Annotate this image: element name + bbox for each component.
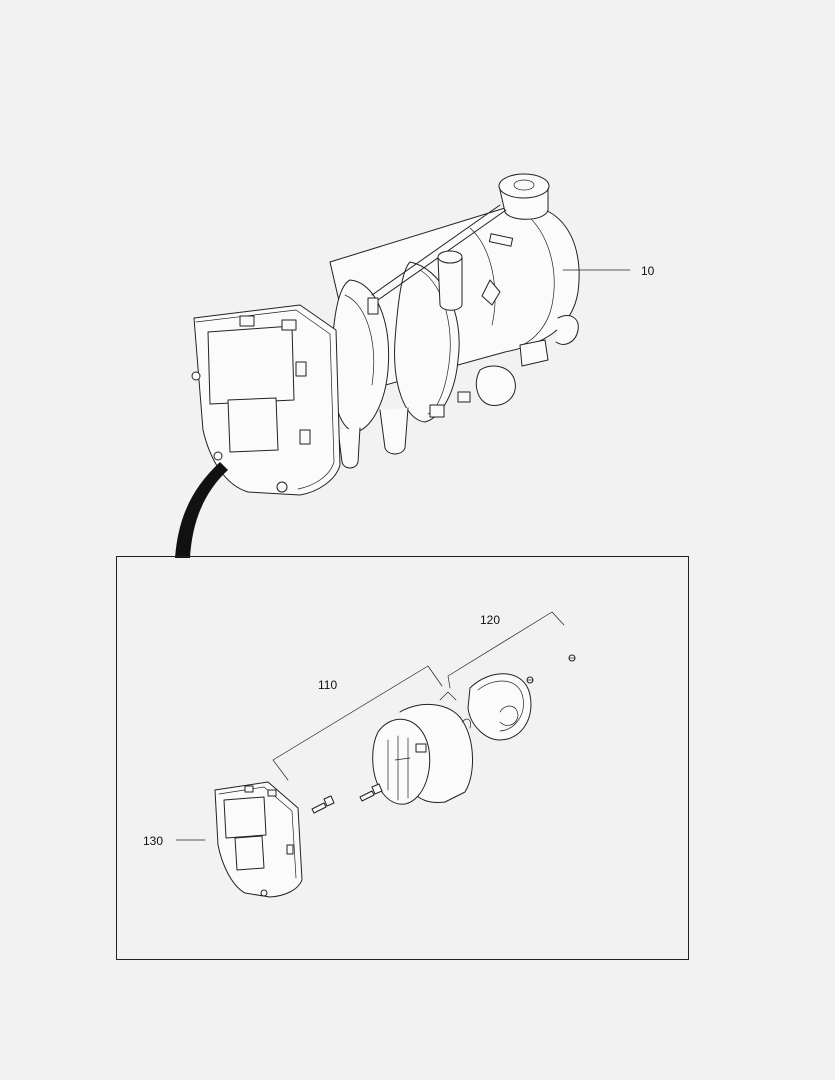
callout-120: 120	[480, 613, 500, 627]
detail-frame	[116, 556, 689, 960]
heater-control-unit	[191, 304, 341, 496]
callout-110-bracket	[272, 665, 443, 781]
callout-130: 130	[143, 834, 163, 848]
screw-long-2	[311, 795, 335, 814]
screw-long-1	[359, 783, 383, 802]
callout-110: 110	[318, 678, 337, 692]
screw-small-1	[568, 654, 576, 662]
screw-small-2	[526, 676, 534, 684]
callout-120-bracket	[447, 611, 565, 689]
blower-motor	[372, 691, 473, 805]
gasket-cover	[467, 673, 532, 741]
heater-assembly	[329, 173, 580, 469]
detail-pointer	[175, 462, 228, 558]
front-cover	[214, 781, 303, 898]
callout-10: 10	[641, 264, 655, 278]
